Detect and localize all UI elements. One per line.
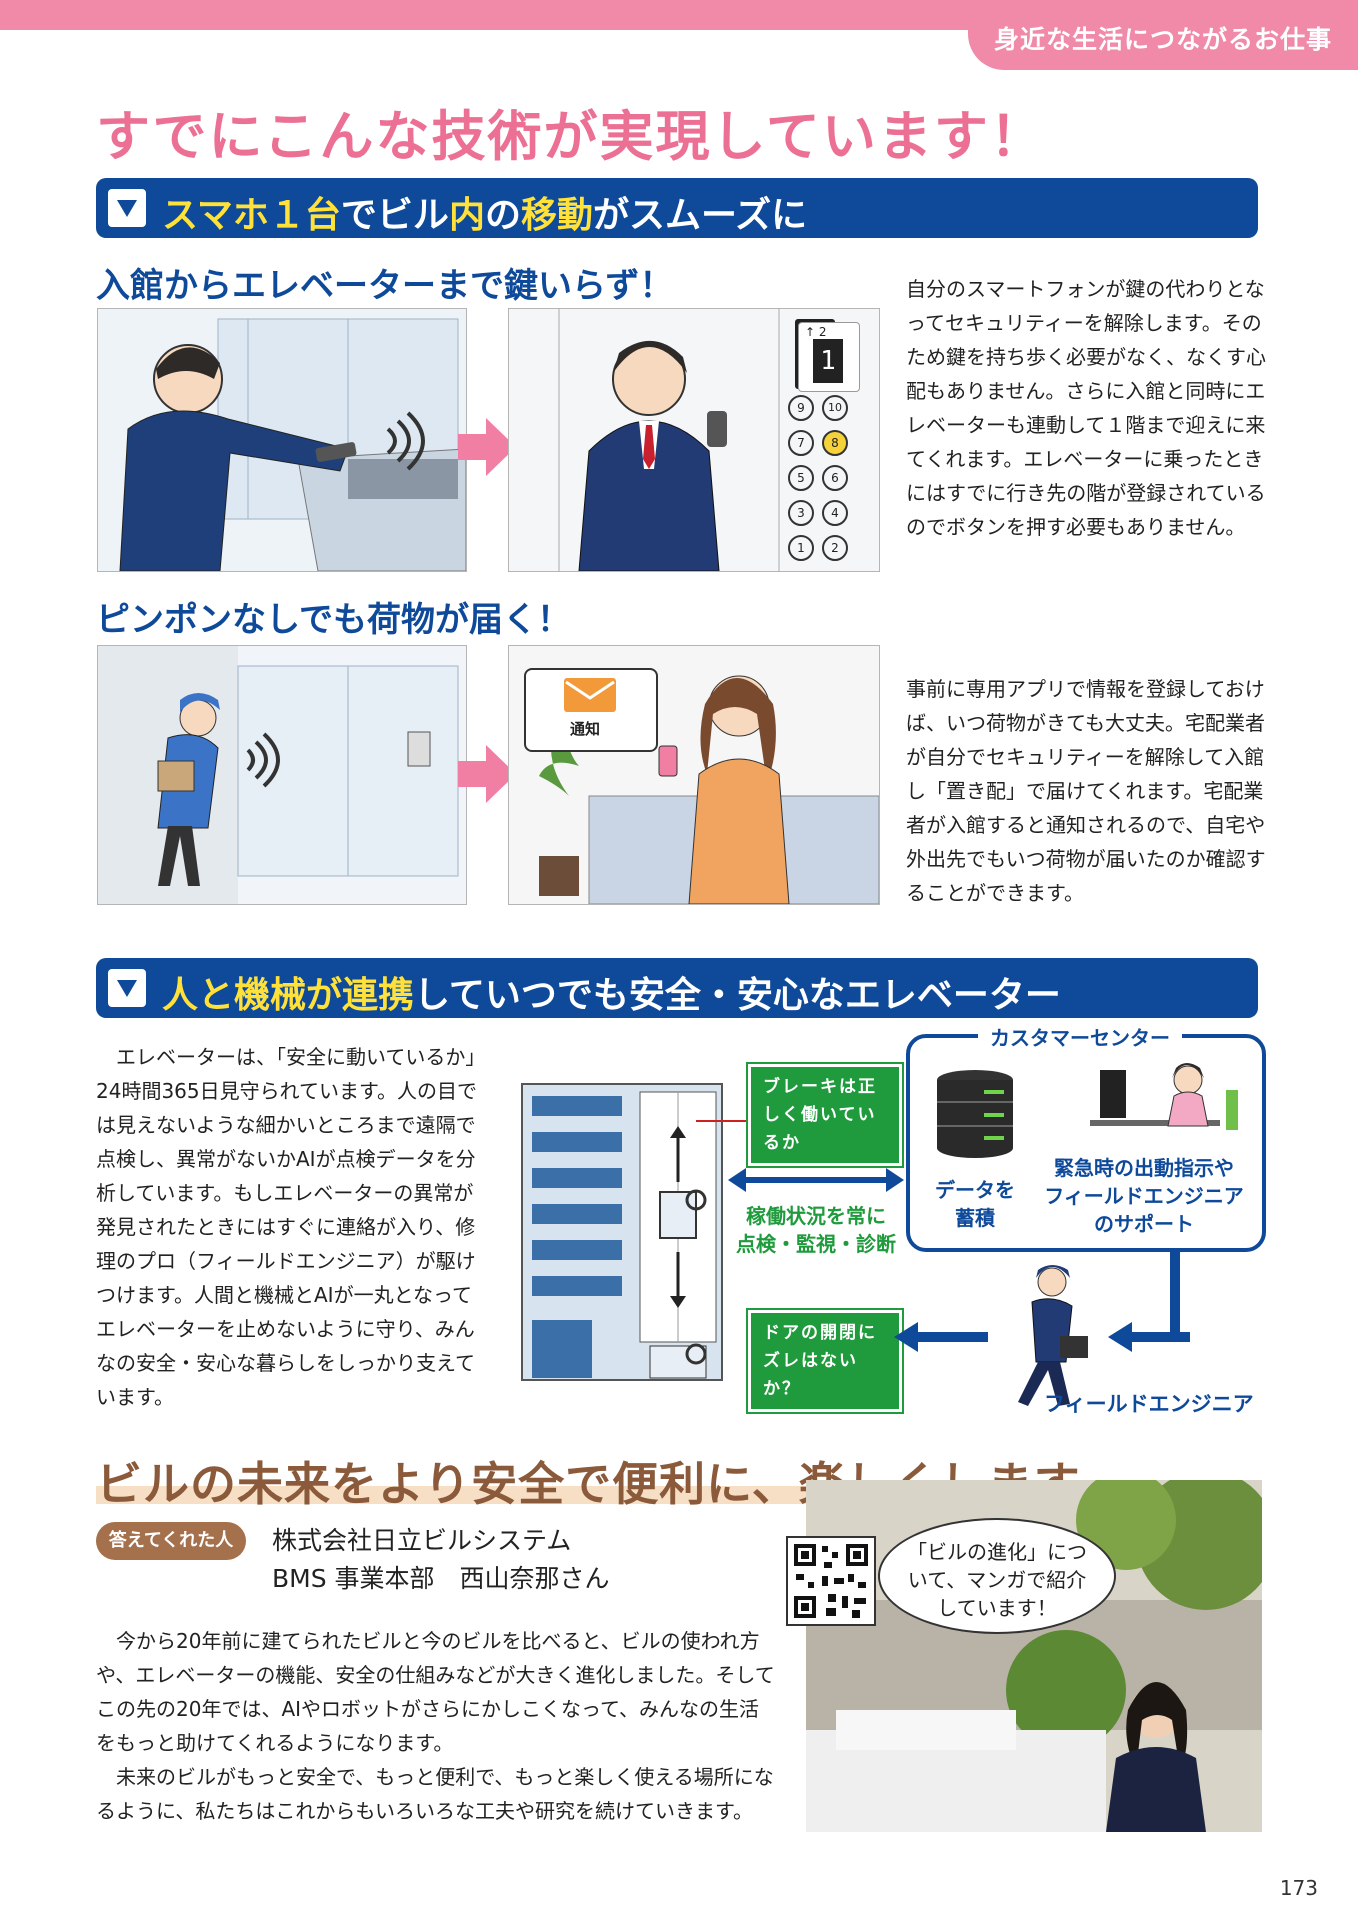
notification-label: 通知	[570, 720, 601, 738]
safety-description: エレベーターは、「安全に動いているか」24時間365日見守られています。人の目で…	[96, 1045, 478, 1409]
arrow-left-icon	[1108, 1322, 1190, 1352]
customer-center-label: カスタマーセンター	[978, 1022, 1182, 1051]
illustration-delivery-worker	[97, 645, 467, 905]
section-bar-elevator-safety: 人と機械が連携していつでも安全・安心なエレベーター	[96, 958, 1258, 1018]
monitor-label: 稼働状況を常に 点検・監視・診断	[736, 1204, 896, 1256]
elevator-button-panel: 9 10 7 8 5 6 3 4 1 2	[788, 395, 858, 561]
floor-button: 10	[822, 395, 848, 421]
speech-bubble-text: 「ビルの進化」について、マンガで紹介しています！	[907, 1540, 1087, 1620]
floor-button: 6	[822, 465, 848, 491]
floor-button: 4	[822, 500, 848, 526]
illustration-entrance-gate	[97, 308, 467, 572]
support-label: 緊急時の出動指示や フィールドエンジニア のサポート	[1044, 1156, 1244, 1236]
subheading-keyless: 入館からエレベーターまで鍵いらず！	[96, 266, 674, 306]
floor-button: 7	[788, 430, 814, 456]
floor-button-lit: 8	[822, 430, 848, 456]
building-diagram	[520, 1082, 730, 1382]
operator-illustration	[1080, 1050, 1240, 1146]
callout-line	[696, 1120, 746, 1122]
subheading-delivery: ピンポンなしでも荷物が届く！	[96, 600, 571, 640]
section-bar-title: スマホ１台でビル内の移動がスムーズに	[162, 195, 808, 236]
page-number: 173	[1279, 1876, 1318, 1900]
page-title: すでにこんな技術が実現しています！	[96, 105, 1046, 168]
arrow-left-icon	[894, 1322, 988, 1352]
illustration-woman-notification	[508, 645, 880, 905]
floor-button: 3	[788, 500, 814, 526]
section-tab-label: 身近な生活につながるお仕事	[993, 25, 1332, 54]
arrow-down-icon	[1160, 1250, 1190, 1346]
qr-code-icon	[786, 1536, 876, 1626]
section-tab	[968, 0, 1358, 70]
server-icon	[934, 1068, 1016, 1158]
field-engineer-illustration	[1006, 1262, 1096, 1410]
double-arrow-icon	[728, 1166, 904, 1194]
floor-button: 1	[788, 535, 814, 561]
future-description: 今から20年前に建てられたビルと今のビルを比べると、ビルの使われ方や、エレベータ…	[96, 1629, 775, 1823]
delivery-description: 事前に専用アプリで情報を登録しておけば、いつ荷物がきても大丈夫。宅配業者が自分で…	[906, 677, 1266, 905]
envelope-icon	[564, 678, 616, 712]
triangle-down-icon	[108, 189, 146, 227]
data-store-label: データを 蓄積	[935, 1178, 1015, 1230]
floor-button: 5	[788, 465, 814, 491]
floor-button: 2	[822, 535, 848, 561]
floor-button: 9	[788, 395, 814, 421]
respondent-info: 株式会社日立ビルシステム BMS 事業本部 西山奈那さん	[272, 1526, 610, 1593]
notification-bubble: 通知	[524, 668, 658, 752]
keyless-description: 自分のスマートフォンが鍵の代わりとなってセキュリティーを解除します。そのため鍵を…	[906, 277, 1266, 539]
section-bar-title: 人と機械が連携していつでも安全・安心なエレベーター	[162, 975, 1061, 1016]
section-bar-smartphone: スマホ１台でビル内の移動がスムーズに	[96, 178, 1258, 238]
check-brake-label: ブレーキは正しく働いているか	[748, 1064, 902, 1166]
field-engineer-label: フィールドエンジニア	[1044, 1392, 1254, 1416]
floor-display: ↑ 2 1	[798, 322, 860, 392]
check-door-label: ドアの開閉にズレはないか？	[748, 1310, 902, 1412]
speech-bubble: 「ビルの進化」について、マンガで紹介しています！	[878, 1518, 1116, 1634]
triangle-down-icon	[108, 969, 146, 1007]
respondent-badge: 答えてくれた人	[96, 1522, 246, 1560]
